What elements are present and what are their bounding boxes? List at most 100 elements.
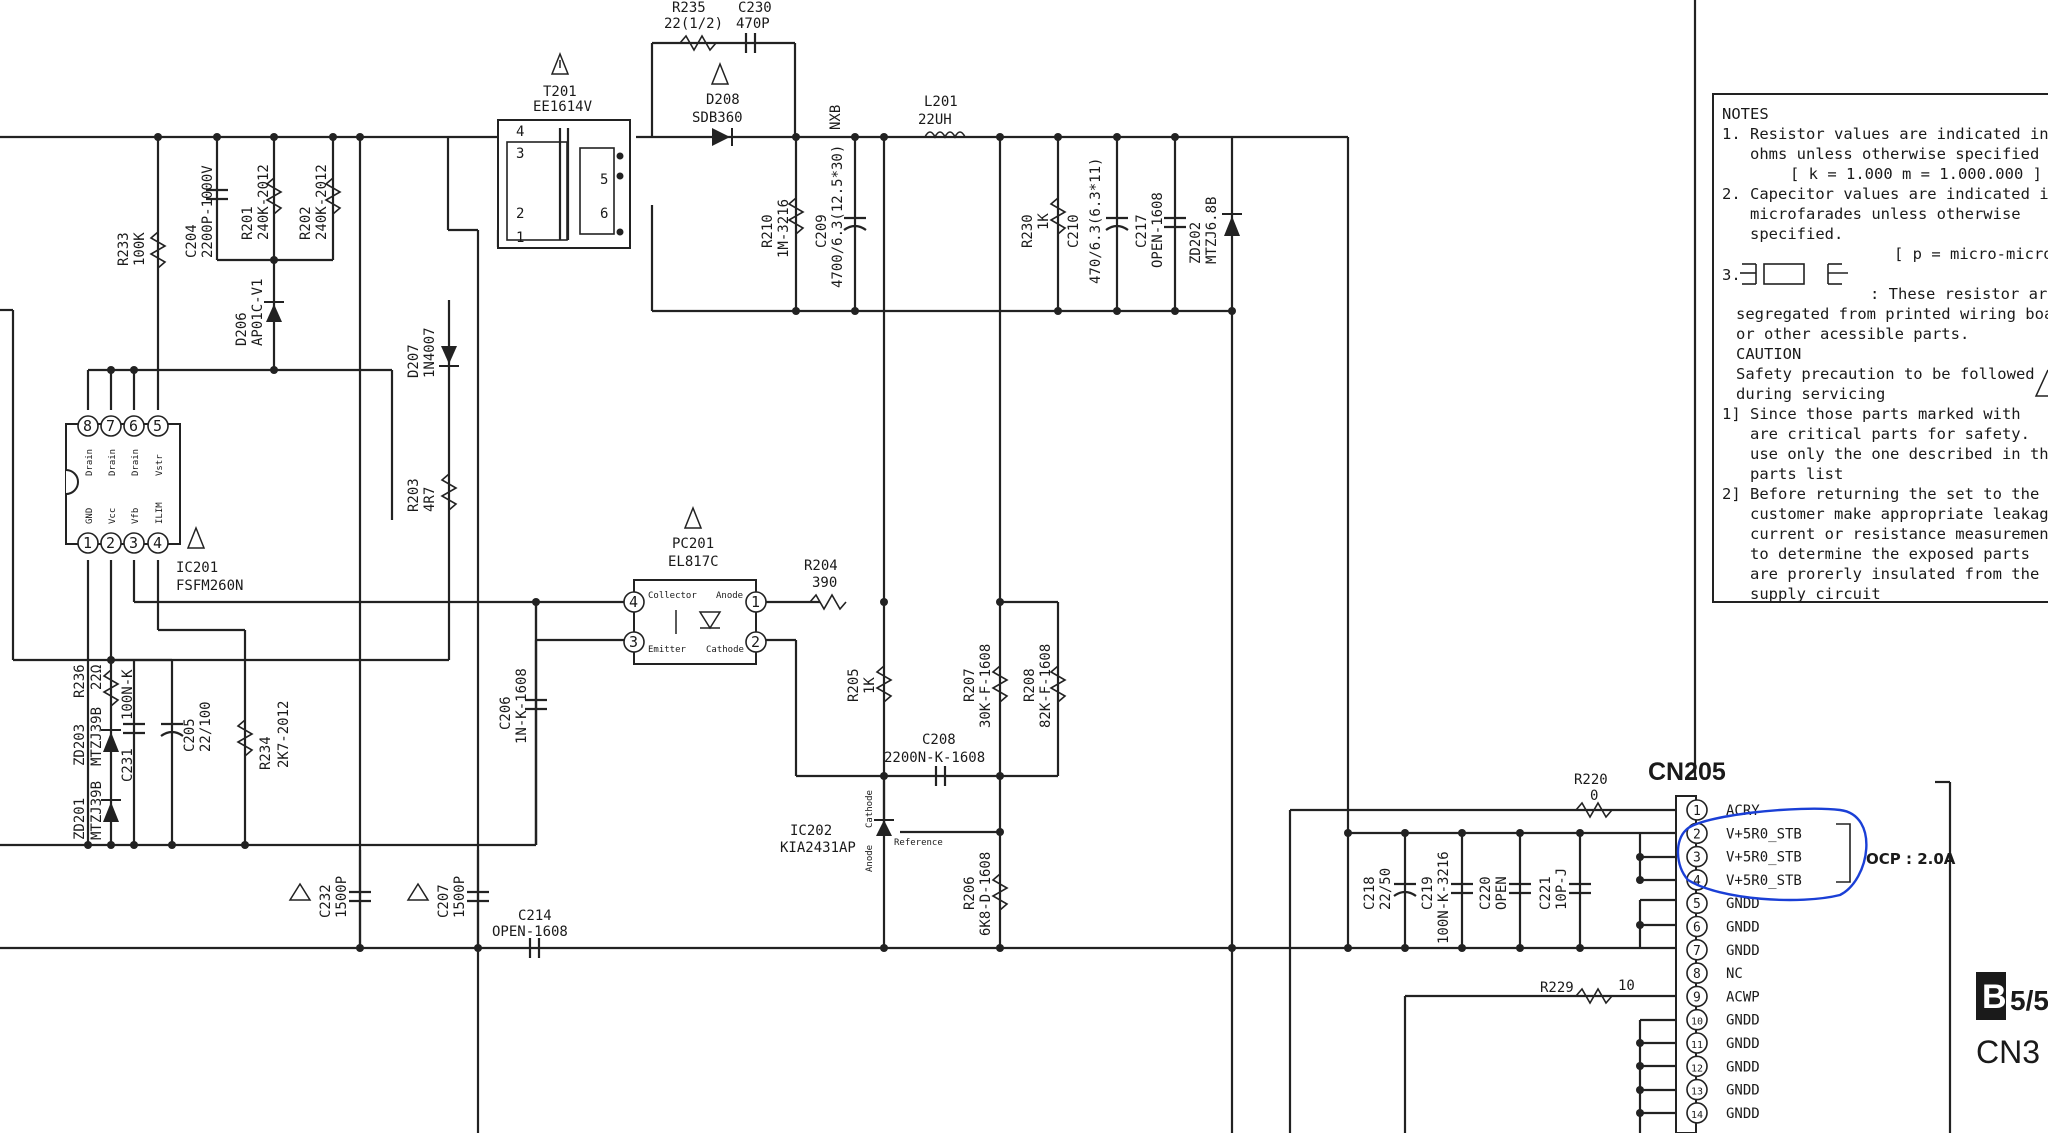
notes-line-8: : These resistor are [1870, 285, 2048, 303]
pc201-cathode-label: Cathode [706, 645, 744, 655]
cn205-pin-label: GNDD [1726, 943, 1760, 959]
notes-line-6: specified. [1750, 225, 1843, 243]
ic201-name-gnd: GND [85, 508, 95, 524]
pc201-part: EL817C [668, 554, 719, 570]
r234-val: 2K7-2012 [276, 701, 292, 768]
cn205-pin-number: 11 [1691, 1040, 1703, 1051]
pc201-collector-label: Collector [648, 591, 697, 601]
cn205-pin-number: 4 [1693, 874, 1701, 889]
cn205-pin-number: 2 [1693, 827, 1701, 842]
c207-safety-icon [406, 882, 430, 901]
ic202-anode-label: Anode [865, 845, 875, 872]
c221-val: 10P-J [1554, 868, 1570, 910]
r205-ref: R205 [846, 668, 862, 702]
cn205-pin-number: 9 [1693, 990, 1701, 1005]
ic201-part: FSFM260N [176, 578, 243, 594]
pc201-safety-icon [683, 505, 703, 529]
r202-ref: R202 [298, 206, 314, 240]
component-labels: R235 22(1/2) C230 470P NXB C204 2200P-10… [72, 0, 1635, 996]
notes-line-19: customer make appropriate leakag [1750, 505, 2048, 523]
notes-line-23: supply circuit [1750, 585, 1881, 603]
pc201-optocoupler: 4 3 1 2 Collector Emitter Anode Cathode … [623, 505, 767, 665]
c207-val: 1500P [452, 876, 468, 918]
c205-ref: C205 [182, 718, 198, 752]
d207-val: 1N4007 [422, 327, 438, 378]
c220-ref: C220 [1478, 876, 1494, 910]
notes-warning-icon [2034, 369, 2048, 397]
r208-val: 82K-F-1608 [1038, 644, 1054, 728]
cn205-pin-circle [1686, 1055, 1708, 1078]
c232-safety-icon [288, 882, 312, 901]
page-ref-sub: CN3 [1976, 1034, 2040, 1070]
cn205-pin-label: GNDD [1726, 1106, 1760, 1122]
ic202-part: KIA2431AP [780, 840, 856, 856]
c217-val: OPEN-1608 [1150, 192, 1166, 268]
page-ref-letter: B [1982, 978, 2007, 1016]
c230-ref: C230 [738, 0, 772, 16]
cn205-pin-label: ACWP [1726, 989, 1760, 1005]
t201-pin-2: 2 [516, 206, 524, 222]
c214-ref: C214 [518, 908, 552, 924]
highlight-annotation [1676, 807, 1868, 902]
r206-ref: R206 [962, 876, 978, 910]
cn205-pin-label: GNDD [1726, 1036, 1760, 1052]
ic201-name-vcc: Vcc [108, 508, 118, 524]
t201-pin-5: 5 [600, 172, 608, 188]
ic202-ref: IC202 [790, 823, 832, 839]
notes-line-4: 2. Capecitor values are indicated in [1722, 185, 2048, 203]
l201-val: 22UH [918, 112, 952, 128]
c220-val: OPEN [1494, 876, 1510, 910]
ic201-pin-3: 3 [129, 534, 138, 552]
r220-val: 0 [1590, 788, 1598, 804]
r233-ref: R233 [116, 232, 132, 266]
notes-line-11: CAUTION [1736, 345, 1801, 363]
d208-safety-icon [710, 61, 730, 85]
zd203-val: MTZJ39B [89, 707, 105, 766]
notes-line-18: 2] Before returning the set to the [1722, 485, 2039, 503]
r207-ref: R207 [962, 668, 978, 702]
t201-pin-1: 1 [516, 230, 524, 246]
cn205-pin-label: V+5R0_STB [1726, 850, 1802, 866]
ic202-cathode-label: Cathode [865, 790, 875, 828]
ocp-bracket [1836, 823, 1851, 883]
d206-val: AP01C-V1 [250, 279, 266, 346]
ic201-pin-5: 5 [153, 417, 162, 435]
notes-line-10: or other acessible parts. [1736, 325, 1969, 343]
cn205-pin-label: V+5R0_STB [1726, 873, 1802, 889]
c206-val: 1N-K-1608 [514, 668, 530, 744]
ic201-name-vstr: Vstr [155, 454, 165, 476]
r229-val: 10 [1618, 978, 1635, 994]
notes-line-13: during servicing [1736, 385, 1885, 403]
pc201-pin-2: 2 [751, 633, 760, 651]
ic201-bottom-pins: 1 2 3 4 [77, 532, 169, 554]
c208-ref: C208 [922, 732, 956, 748]
resistor-symbols [102, 34, 1613, 1005]
c208-val: 2200N-K-1608 [884, 750, 985, 766]
cn205-pin-circle [1686, 1078, 1708, 1101]
c210-val: 470/6.3(6.3*11) [1088, 158, 1104, 284]
r208-ref: R208 [1022, 668, 1038, 702]
t201-pin-3: 3 [516, 146, 524, 162]
resistor-outline-icon [1740, 263, 1848, 285]
r204-val: 390 [812, 575, 837, 591]
c217-ref: C217 [1134, 214, 1150, 248]
notes-line-12: Safety precaution to be followed [1736, 365, 2035, 383]
cn205-pin-number: 12 [1691, 1063, 1703, 1074]
ic201-pin-8: 8 [83, 417, 92, 435]
r201-val: 240K-2012 [256, 164, 272, 240]
junction-dots [84, 133, 1644, 1117]
cn205-pin-label: V+5R0_STB [1726, 826, 1802, 842]
zd202-ref: ZD202 [1188, 222, 1204, 264]
c232-ref: C232 [318, 884, 334, 918]
r220-ref: R220 [1574, 772, 1608, 788]
cn205-pin-circle [1686, 1008, 1708, 1031]
ic201-name-drain-2: Drain [108, 449, 118, 476]
r234-ref: R234 [258, 736, 274, 770]
d208-val: SDB360 [692, 110, 743, 126]
wires [0, 0, 1952, 1133]
notes-line-3: [ k = 1.000 m = 1.000.000 ] [1790, 165, 2042, 183]
ic201-ref: IC201 [176, 560, 218, 576]
r229-ref: R229 [1540, 980, 1574, 996]
zd203-zener: ZD203 MTZJ39B [72, 707, 121, 766]
